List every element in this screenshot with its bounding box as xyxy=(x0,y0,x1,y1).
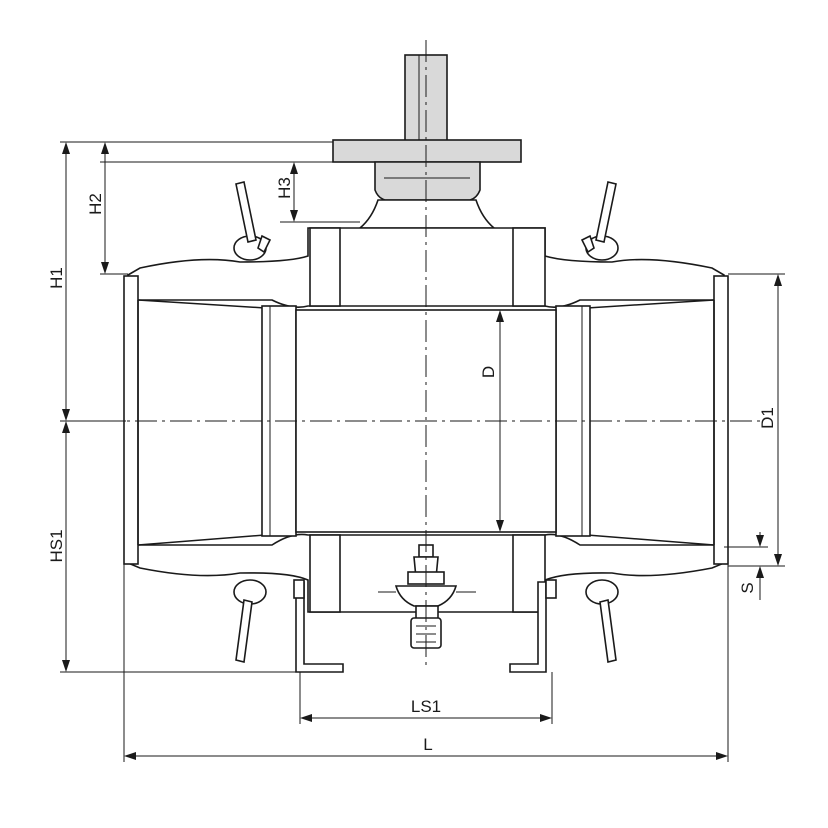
left-foot-bolt xyxy=(293,579,305,599)
top-flange xyxy=(332,139,522,163)
right-pipe-end xyxy=(713,275,729,565)
mounting-neck xyxy=(374,161,481,201)
lifting-lugs xyxy=(233,181,619,663)
dim-label-l: L xyxy=(423,735,432,754)
neck-transition xyxy=(357,199,497,229)
stem-assembly xyxy=(332,54,522,229)
right-top-plate xyxy=(512,227,546,307)
dim-label-h1: H1 xyxy=(47,267,66,289)
left-pipe-end xyxy=(123,275,139,565)
left-top-plate xyxy=(309,227,341,307)
dim-label-s: S xyxy=(738,582,757,593)
right-foot-bolt xyxy=(545,579,557,599)
dim-label-h3: H3 xyxy=(275,177,294,199)
dim-label-ls1: LS1 xyxy=(411,697,441,716)
dim-label-d: D xyxy=(479,366,498,378)
center-lines xyxy=(100,40,760,668)
dim-label-hs1: HS1 xyxy=(47,529,66,562)
right-bottom-plate xyxy=(512,534,546,613)
drain-valve xyxy=(378,544,476,649)
dimensions: H1 HS1 H2 H3 D D1 S xyxy=(47,141,785,762)
dim-label-h2: H2 xyxy=(86,193,105,215)
dim-label-d1: D1 xyxy=(758,407,777,429)
left-bottom-plate xyxy=(309,534,341,613)
